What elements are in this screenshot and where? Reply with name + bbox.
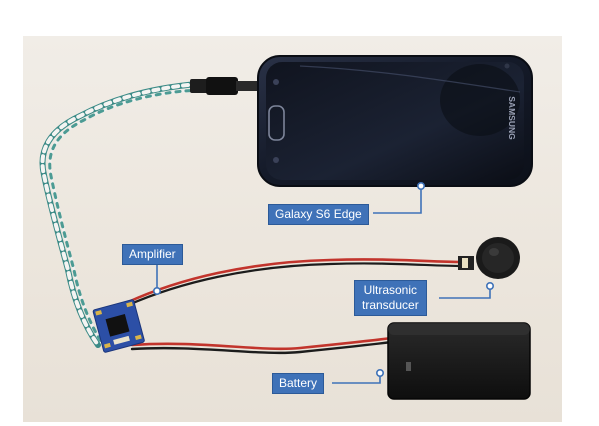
phone: SAMSUNG	[257, 55, 533, 187]
ultrasonic-callout: Ultrasonic transducer	[354, 280, 427, 316]
ultrasonic-transducer	[458, 237, 520, 279]
ultrasonic-label-line1: Ultrasonic	[363, 283, 418, 297]
audio-plug	[190, 77, 260, 95]
battery-callout: Battery	[272, 373, 325, 394]
galaxy-label: Galaxy S6 Edge	[275, 207, 362, 221]
amplifier-board	[92, 299, 145, 353]
wires	[124, 258, 464, 355]
battery-box	[387, 322, 531, 400]
ultrasonic-label-line2: transducer	[362, 298, 419, 312]
usb-cable	[39, 81, 202, 348]
amplifier-label: Amplifier	[129, 247, 176, 261]
amplifier-callout: Amplifier	[122, 244, 183, 265]
phone-brand-text: SAMSUNG	[507, 96, 517, 140]
battery-label: Battery	[279, 376, 318, 390]
galaxy-callout: Galaxy S6 Edge	[268, 204, 369, 225]
